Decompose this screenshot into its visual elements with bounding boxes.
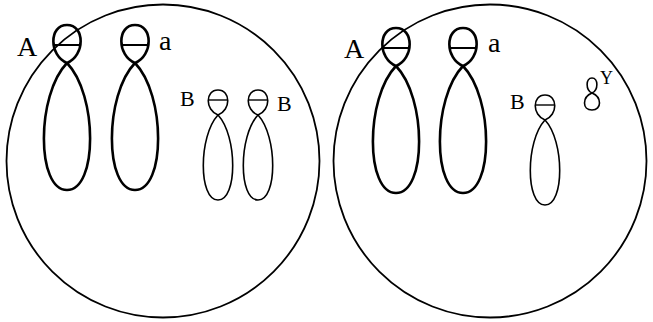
allele-label: Y [600, 69, 613, 87]
chromosome [373, 28, 419, 193]
allele-label: A [344, 35, 364, 63]
chromosome [112, 25, 158, 190]
allele-label: B [277, 93, 292, 115]
cell-circle: AaB Y [332, 3, 648, 319]
cell-circle: AaB B [5, 3, 321, 319]
chromosome [243, 90, 272, 200]
allele-label: a [159, 27, 171, 55]
allele-label: B [510, 91, 525, 113]
allele-label: A [17, 33, 37, 61]
y-chromosome [585, 78, 600, 110]
chromosome [440, 28, 486, 193]
chromosome [44, 25, 90, 190]
allele-label: a [488, 29, 500, 57]
chromosome [203, 90, 232, 200]
allele-label: B [180, 88, 195, 110]
chromosome [530, 95, 559, 205]
